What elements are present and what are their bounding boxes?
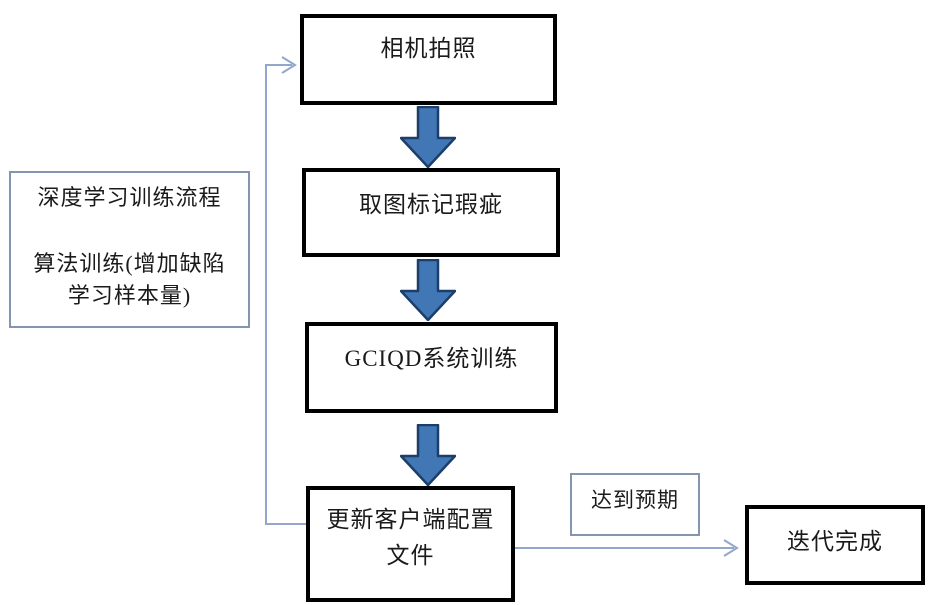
iteration-complete-label: 迭代完成 (787, 529, 883, 554)
update-config-box: 更新客户端配置 文件 (306, 486, 515, 602)
down-arrow-icon (400, 106, 456, 168)
reach-expectation-box: 达到预期 (570, 473, 700, 536)
camera-photo-box: 相机拍照 (300, 14, 557, 105)
mark-defects-box: 取图标记瑕疵 (302, 168, 560, 257)
gciqd-training-box: GCIQD系统训练 (305, 322, 558, 413)
result-connector-arrow (515, 539, 739, 557)
reach-expectation-label: 达到预期 (591, 488, 679, 512)
iteration-complete-box: 迭代完成 (745, 505, 925, 585)
loopback-connector-arrow (265, 56, 306, 525)
update-config-label-line2: 文件 (386, 542, 435, 568)
down-arrow-icon (400, 424, 456, 486)
camera-photo-label: 相机拍照 (380, 36, 477, 61)
note-line-3: 学习样本量) (67, 282, 192, 308)
note-line-2: 算法训练(增加缺陷 (33, 250, 226, 276)
update-config-label-line1: 更新客户端配置 (326, 507, 495, 532)
process-note-box: 深度学习训练流程 算法训练(增加缺陷 学习样本量) (9, 171, 250, 328)
mark-defects-label: 取图标记瑕疵 (359, 192, 503, 217)
down-arrow-icon (400, 259, 456, 321)
gciqd-training-label: GCIQD系统训练 (344, 346, 519, 371)
note-line-1: 深度学习训练流程 (37, 185, 222, 210)
